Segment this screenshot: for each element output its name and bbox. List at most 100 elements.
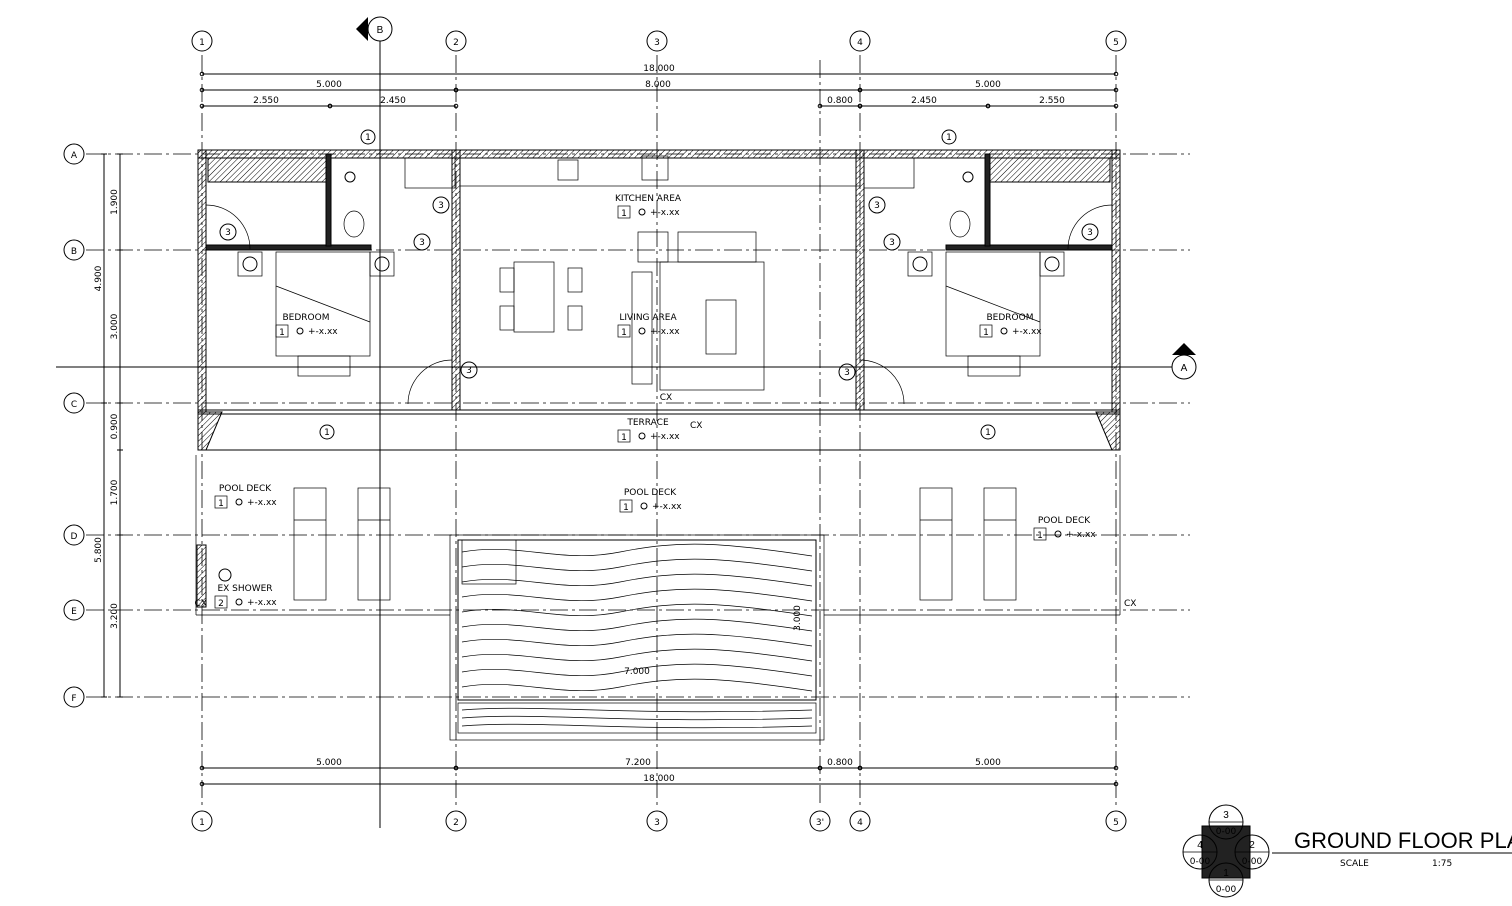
dim-tick	[453, 103, 459, 109]
door-swing	[859, 359, 905, 405]
water-ripple	[461, 543, 813, 557]
dim-tick	[199, 71, 205, 77]
door-tag-circle	[460, 361, 478, 379]
room-name: POOL DECK	[624, 488, 677, 498]
water-ripple	[461, 707, 813, 713]
armchair	[637, 231, 669, 263]
pool-width-label: 3.000	[793, 605, 803, 631]
vanity	[404, 157, 456, 189]
dimension-label: 2.550	[1039, 96, 1065, 106]
door-tag-circle	[838, 363, 856, 381]
grid-label-col: 1	[199, 818, 205, 828]
elevation-ref-east: 0-00	[1242, 857, 1263, 867]
furniture	[218, 155, 1065, 601]
grid-label-col: 2	[453, 38, 459, 48]
column	[1095, 411, 1121, 451]
shower	[344, 171, 356, 183]
cx-label: CX	[195, 599, 207, 609]
room-name: POOL DECK	[1038, 516, 1091, 526]
grid-bubble	[63, 524, 85, 546]
cooktop	[641, 155, 669, 181]
section-arrow	[1172, 343, 1196, 355]
grid-bubble	[849, 30, 871, 52]
bedroom-wall	[205, 244, 372, 251]
toilet	[343, 210, 365, 238]
elevation-ref-west: 0-00	[1190, 857, 1211, 867]
grid-label-col: 3	[654, 818, 660, 828]
dimension-label: 18.000	[643, 64, 675, 74]
grid-bubble	[646, 30, 668, 52]
water-ripple	[461, 723, 813, 729]
grid-bubble	[445, 810, 467, 832]
dim-tick	[857, 765, 863, 771]
door-swing	[205, 204, 251, 250]
dim-tick	[1113, 71, 1119, 77]
bench	[967, 355, 1021, 377]
room-name: EX SHOWER	[217, 584, 272, 594]
dim-tick	[1113, 765, 1119, 771]
room-tag-box	[1033, 527, 1047, 541]
cx-label: CX	[690, 421, 702, 431]
floor-level: +-x.xx	[247, 598, 277, 608]
water-ripple	[461, 558, 813, 572]
window-tag: 1	[365, 133, 371, 143]
door-tag-circle	[413, 233, 431, 251]
room-tag: 1	[621, 433, 627, 443]
grid-label-col: 5	[1113, 818, 1119, 828]
water-ripple	[461, 603, 813, 617]
wardrobe	[989, 157, 1111, 183]
room-name: LIVING AREA	[619, 313, 677, 323]
floor-level: +-x.xx	[652, 502, 682, 512]
elevation-ref-north: 0-00	[1216, 827, 1237, 837]
door-swing	[1067, 204, 1113, 250]
elevation-number-south: 1	[1223, 868, 1229, 879]
dim-tick	[857, 87, 863, 93]
window-tag-circle	[980, 424, 996, 440]
dim-tick	[199, 103, 205, 109]
sofa	[677, 231, 757, 263]
grid-bubble	[191, 30, 213, 52]
grid-bubble	[63, 239, 85, 261]
dim-tick	[1113, 781, 1119, 787]
room-name: BEDROOM	[283, 313, 330, 323]
bench	[297, 355, 351, 377]
elevation-ref-south: 0-00	[1216, 885, 1237, 895]
grid-bubble	[63, 599, 85, 621]
door-tag-circle	[432, 196, 450, 214]
cx-label: CX	[660, 393, 672, 403]
vanity	[863, 157, 915, 189]
section-marker	[1171, 354, 1197, 380]
dimension-label: 3.000	[110, 313, 120, 339]
sun-lounger	[293, 487, 327, 601]
dimension-label: 2.550	[253, 96, 279, 106]
dimension-label: 0.900	[110, 413, 120, 439]
dim-tick	[199, 781, 205, 787]
room-tag: 1	[983, 328, 989, 338]
window-tag-circle	[941, 129, 957, 145]
bathroom-wall	[984, 153, 991, 247]
shower	[962, 171, 974, 183]
water-ripple	[461, 573, 813, 587]
grid-bubble	[445, 30, 467, 52]
toilet	[949, 210, 971, 238]
floor-level: +-x.xx	[650, 327, 680, 337]
door-tag: 3	[844, 368, 850, 378]
room-tag-box	[619, 499, 633, 513]
dimension-label: 1.700	[110, 479, 120, 505]
dimension-label: 3.200	[110, 603, 120, 629]
partition-wall	[855, 149, 865, 411]
room-tag-box	[275, 324, 289, 338]
nightstand	[369, 251, 395, 277]
dim-tick	[453, 765, 459, 771]
grid-label-row: C	[71, 400, 77, 410]
dimension-label: 1.900	[110, 189, 120, 215]
grid-bubble	[1105, 810, 1127, 832]
dim-tick	[453, 87, 459, 93]
door-tag: 3	[874, 201, 880, 211]
nightstand	[907, 251, 933, 277]
room-tag-box	[617, 324, 631, 338]
grid-label-col: 4	[857, 818, 863, 828]
grid-label-row: D	[71, 532, 78, 542]
